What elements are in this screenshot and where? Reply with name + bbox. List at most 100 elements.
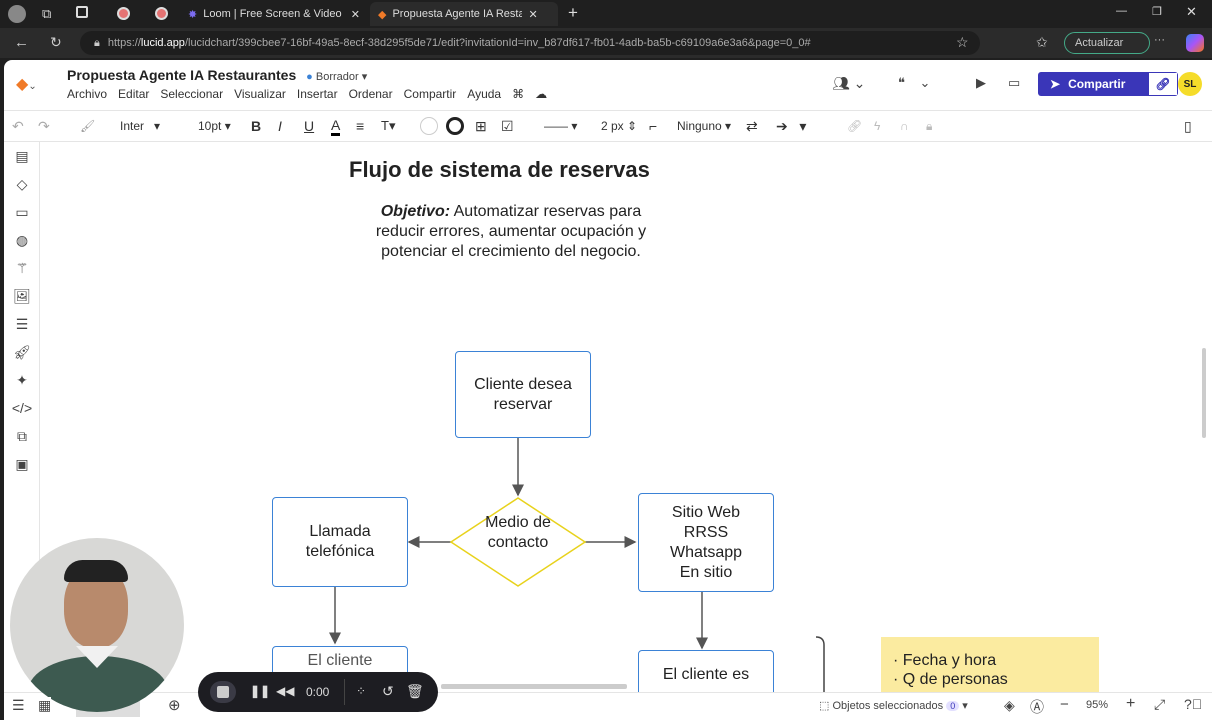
menu-visualizar[interactable]: Visualizar <box>234 87 286 101</box>
template-icon[interactable]: ▣ <box>15 456 29 472</box>
more-icon[interactable]: ··· <box>1154 34 1165 46</box>
workspaces-icon[interactable]: ⧉ <box>42 6 52 21</box>
favorites-icon[interactable]: ✩ <box>1036 34 1048 50</box>
tab-loom[interactable]: ✸Loom | Free Screen & Video Reco✕ <box>188 8 360 21</box>
back-icon[interactable]: ← <box>14 34 29 51</box>
swap-arrows-icon[interactable]: ⇄ <box>746 117 758 134</box>
diagram-title[interactable]: Flujo de sistema de reservas <box>349 157 650 182</box>
layers-icon[interactable]: ◈ <box>1004 697 1015 713</box>
share-button[interactable]: ➤Compartir🔗︎ <box>1038 72 1178 96</box>
fill-icon[interactable]: ◍ <box>15 232 29 248</box>
copilot-icon[interactable] <box>1186 34 1204 52</box>
line-color-button[interactable] <box>446 117 464 135</box>
integrations-icon[interactable]: ⧉ <box>17 428 27 444</box>
italic-button[interactable]: I <box>278 118 282 134</box>
link-icon[interactable]: 🔗︎ <box>1149 73 1177 95</box>
status-dropdown[interactable]: ● Borrador ▾ <box>306 71 368 83</box>
menu-archivo[interactable]: Archivo <box>67 87 108 101</box>
collaborators-icon[interactable]: 👥︎ ⌄ <box>832 75 866 91</box>
restart-icon[interactable]: ↺ <box>382 683 394 699</box>
text-options-button[interactable]: T▾ <box>381 118 396 133</box>
restore-button[interactable]: ❐ <box>1152 6 1162 18</box>
font-select[interactable]: Inter ▾ <box>120 119 161 133</box>
cloud-saved-icon[interactable]: ☁ <box>535 87 548 101</box>
shapes-panel-icon[interactable]: ▤ <box>15 148 29 164</box>
format-painter-icon[interactable]: 🖌︎ <box>80 119 96 133</box>
node-decision[interactable]: Medio de contacto <box>485 514 551 551</box>
pause-button[interactable]: ❚❚ <box>250 684 271 698</box>
endpoint-select[interactable]: Ninguno ▾ <box>677 119 732 133</box>
favorite-icon[interactable]: ☆ <box>956 34 969 50</box>
objective-text[interactable]: Objetivo: Automatizar reservas para redu… <box>375 203 647 260</box>
database-icon[interactable]: ☰ <box>15 316 29 332</box>
redo-icon[interactable]: ↷ <box>38 117 50 134</box>
new-tab-button[interactable]: + <box>568 3 578 22</box>
font-size-select[interactable]: 10pt ▾ <box>198 119 231 133</box>
refresh-icon[interactable]: ↻ <box>50 34 62 50</box>
text-color-button[interactable]: A <box>331 117 341 136</box>
fullscreen-icon[interactable]: ⤢ <box>1154 696 1166 712</box>
tab-lucid[interactable]: ◆Propuesta Agente IA Restaura✕ <box>370 2 558 26</box>
link-icon[interactable]: 🔗︎ <box>847 119 863 133</box>
rocket-icon[interactable]: 🚀︎ <box>13 344 31 360</box>
fill-color-button[interactable] <box>420 117 438 135</box>
conditional-format-icon[interactable]: ☑ <box>501 117 514 134</box>
panel-toggle-icon[interactable]: ▯ <box>1184 117 1192 134</box>
selected-objects[interactable]: ⬚ Objetos seleccionados 0 ▾ <box>819 700 968 712</box>
zoom-out-button[interactable]: − <box>1060 696 1069 713</box>
lucid-logo-menu[interactable]: ◆⌄ <box>16 76 37 93</box>
pinned-tab-record-2[interactable] <box>155 7 168 20</box>
menu-ayuda[interactable]: Ayuda <box>467 87 502 101</box>
arrow-end-select[interactable]: ➔ ▾ <box>776 117 807 134</box>
magic-wand-icon[interactable]: ⚚ <box>15 260 29 276</box>
action-icon[interactable]: ϟ <box>874 119 881 133</box>
pinned-tab-record[interactable] <box>117 7 130 20</box>
stop-button[interactable] <box>210 681 236 703</box>
horizontal-scrollbar[interactable] <box>441 684 627 689</box>
close-window-button[interactable]: ✕ <box>1186 4 1197 19</box>
video-icon[interactable]: ▭ <box>1008 75 1021 90</box>
page-grid-icon[interactable]: ▦ <box>38 697 52 714</box>
profile-icon[interactable] <box>8 5 26 23</box>
minimize-button[interactable]: — <box>1116 5 1127 17</box>
sticky-note[interactable]: · Fecha y hora · Q de personas <box>881 637 1099 692</box>
line-width-select[interactable]: 2 px ⇕ <box>601 119 638 133</box>
avatar[interactable]: SL <box>1178 72 1202 96</box>
shape-options-icon[interactable]: ⊞ <box>475 117 487 134</box>
close-tab-icon[interactable]: ✕ <box>350 8 360 21</box>
menu-compartir[interactable]: Compartir <box>403 87 457 101</box>
url-input[interactable]: 🔒︎ https://lucid.app/lucidchart/399cbee7… <box>80 31 980 55</box>
lock-icon[interactable]: 🔒︎ <box>926 118 933 133</box>
menu-seleccionar[interactable]: Seleccionar <box>160 87 224 101</box>
line-style-select[interactable]: —— ▾ <box>544 119 578 133</box>
node-web[interactable]: Sitio Web RRSS Whatsapp En sitio <box>638 493 774 592</box>
zoom-in-button[interactable]: + <box>1126 695 1136 712</box>
node-web-next[interactable]: El cliente es <box>638 650 774 692</box>
document-title[interactable]: Propuesta Agente IA Restaurantes ● Borra… <box>67 67 368 83</box>
shapes-icon[interactable]: ◇ <box>16 176 28 192</box>
tab-actions-icon[interactable] <box>76 6 88 18</box>
undo-icon[interactable]: ↶ <box>12 117 24 134</box>
menu-editar[interactable]: Editar <box>118 87 150 101</box>
line-shape-icon[interactable]: ⌐ <box>649 118 658 134</box>
page-list-icon[interactable]: ☰ <box>12 697 25 714</box>
menu-insertar[interactable]: Insertar <box>296 87 338 101</box>
webcam-bubble[interactable] <box>10 538 184 712</box>
help-icon[interactable]: ?⃝ <box>1184 696 1203 712</box>
ai-icon[interactable]: ✦ <box>16 372 28 388</box>
menu-ordenar[interactable]: Ordenar <box>348 87 393 101</box>
underline-button[interactable]: U <box>304 118 315 134</box>
image-icon[interactable]: 🖼︎ <box>13 288 31 304</box>
find-icon[interactable]: ⌘ <box>512 87 525 101</box>
node-start[interactable]: Cliente desea reservar <box>455 351 591 438</box>
add-page-icon[interactable]: ⊕ <box>168 697 181 714</box>
bold-button[interactable]: B <box>251 118 262 134</box>
node-phone[interactable]: Llamada telefónica <box>272 497 408 587</box>
diagram-canvas[interactable]: Flujo de sistema de reservas Objetivo: A… <box>41 143 1206 692</box>
delete-icon[interactable]: 🗑︎ <box>406 683 424 699</box>
close-tab-icon[interactable]: ✕ <box>528 8 538 21</box>
rewind-button[interactable]: ◀◀ <box>276 684 295 698</box>
accessibility-icon[interactable]: Ⓐ <box>1030 699 1044 715</box>
code-icon[interactable]: </> <box>11 400 33 416</box>
comments-icon[interactable]: ❝ ⌄ <box>898 75 931 90</box>
